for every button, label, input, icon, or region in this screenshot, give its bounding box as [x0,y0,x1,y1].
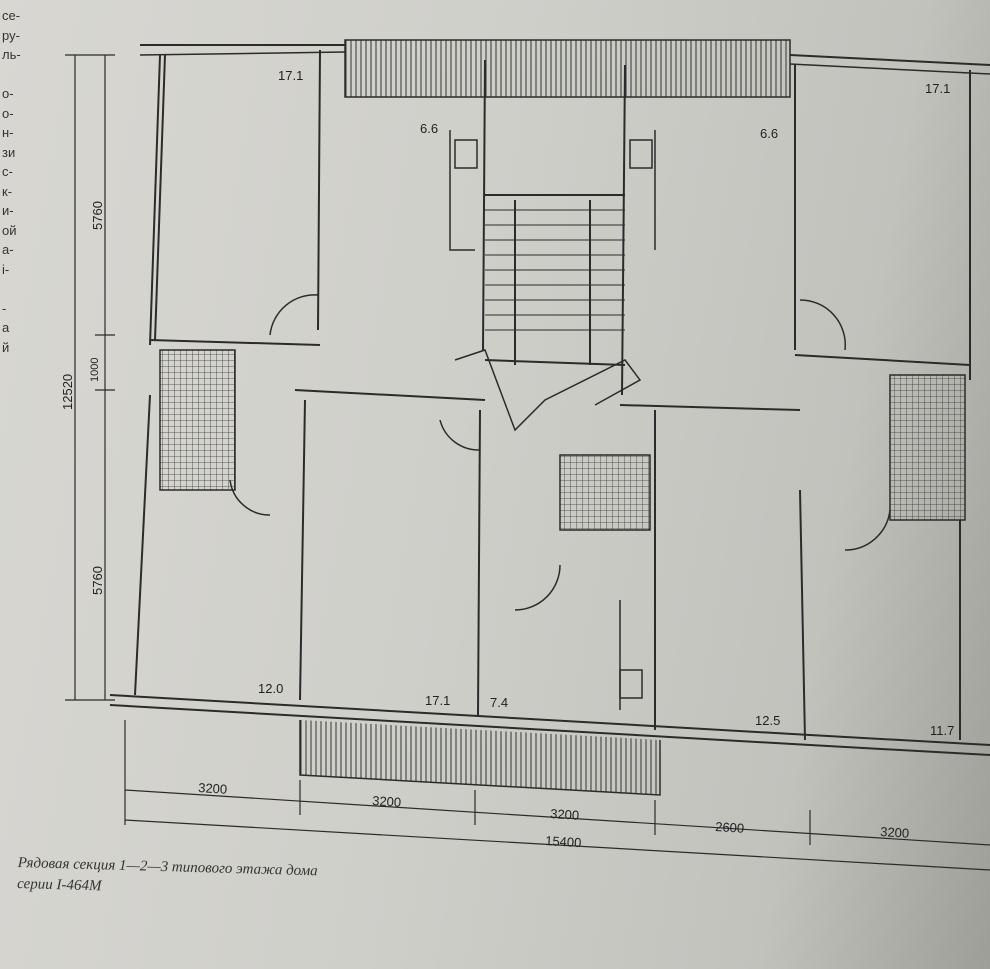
top-wall [140,44,990,66]
bathroom-right [889,374,966,521]
dimension-label: 3200 [550,806,580,823]
bathroom-center [559,454,651,531]
room-area-label: 6.6 [760,126,778,141]
dimension-label: 15400 [545,833,582,850]
text-fragment: а- [2,242,14,257]
text-fragment: и- [2,203,14,218]
bottom-balcony [299,720,661,796]
left-wall [134,54,166,696]
room-area-label: 12.5 [755,713,780,728]
dimension-label: 12520 [60,374,75,410]
text-fragment: - [2,300,7,316]
text-fragment: о- [2,105,14,121]
room-area-label: 6.6 [420,121,438,136]
bathroom-left [159,349,236,491]
top-balcony [344,39,791,98]
dimension-label: 3200 [372,793,402,810]
figure-caption: Рядовая секция 1—2—3 типового этажа дома… [17,853,318,903]
room-area-label: 11.7 [930,723,954,738]
text-fragment: і- [2,261,10,277]
room-area-label: 12.0 [258,681,283,696]
stove-icon [454,139,478,169]
text-fragment: н- [2,125,14,140]
dimension-label: 5760 [90,201,105,230]
bottom-wall [109,694,990,756]
text-fragment: а [2,320,10,335]
dimension-label: 5760 [90,566,105,595]
text-fragment: ль- [2,47,21,62]
text-fragment: зи [2,144,16,160]
text-fragment: с- [2,164,13,179]
vertical-dimension-lines [65,54,115,701]
dimension-label: 1000 [89,358,101,382]
horizontal-dimension-lines [124,720,990,871]
stove-icon [619,669,643,699]
text-fragment: ру- [2,27,20,43]
dimension-label: 2600 [715,819,745,836]
dimension-label: 3200 [198,780,228,797]
dimension-label: 3200 [880,824,910,841]
margin-text-column: се- ру- ль- о- о- н- зи с- к- и- ой а- і… [2,6,26,357]
text-fragment: ой [2,222,17,238]
room-area-label: 17.1 [925,81,950,96]
room-area-label: 7.4 [490,695,508,710]
text-fragment: й [2,339,10,355]
text-fragment: се- [2,8,21,23]
text-fragment: к- [2,183,13,199]
stove-icon [629,139,653,169]
room-area-label: 17.1 [278,68,303,83]
text-fragment: о- [2,86,14,101]
room-area-label: 17.1 [425,693,450,708]
